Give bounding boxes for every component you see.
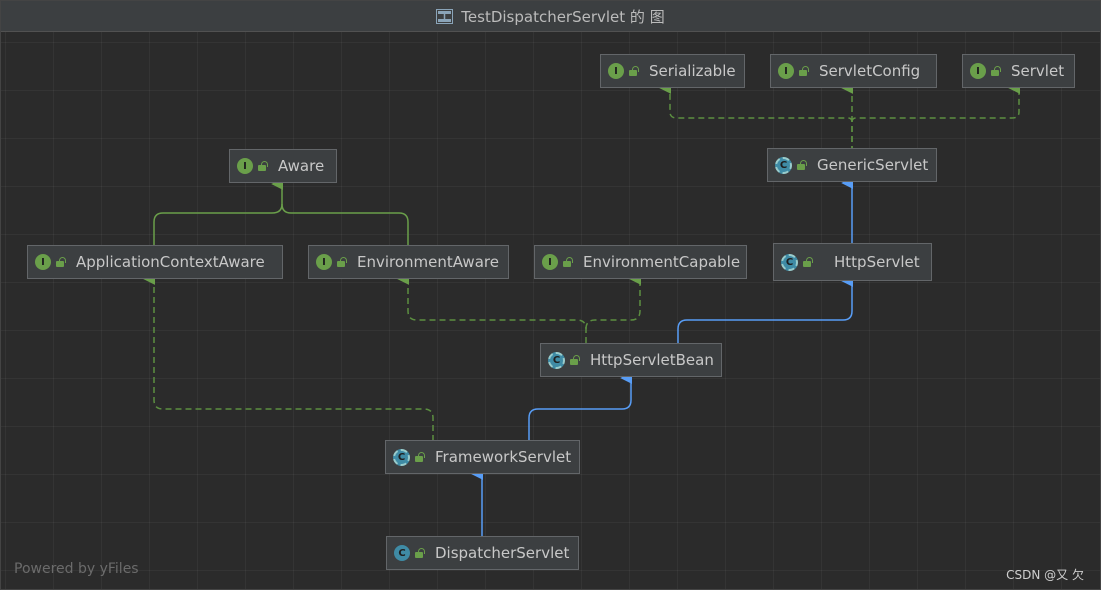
node-aware[interactable]: I Aware [229,149,337,183]
edge-genericservlet-implements-group [659,82,1021,152]
edge-applicationcontextaware-aware [153,178,284,245]
node-label: ServletConfig [819,62,921,80]
lock-icon [569,354,580,365]
node-environmentaware[interactable]: I EnvironmentAware [308,245,509,279]
node-label: Aware [278,157,325,175]
abstract-class-icon: C [548,351,565,369]
lock-icon [802,256,813,267]
abstract-class-icon: C [775,156,792,174]
node-servlet[interactable]: I Servlet [962,54,1075,88]
node-genericservlet[interactable]: C GenericServlet [767,148,937,182]
interface-icon: I [237,158,253,174]
node-frameworkservlet[interactable]: C FrameworkServlet [385,440,580,474]
edge-httpservletbean-environmentaware [397,273,587,343]
abstract-class-icon: C [393,448,410,466]
edge-frameworkservlet-applicationcontextaware [143,273,434,441]
edge-httpservletbean-httpservlet [677,275,854,343]
lock-icon [336,256,347,267]
lock-icon [990,65,1001,76]
lock-icon [55,256,66,267]
interface-icon: I [542,254,558,270]
node-label: HttpServletBean [590,351,714,369]
edge-environmentaware-aware [281,203,409,245]
edge-aware-group [153,178,409,245]
edge-httpservletbean-implements-group [397,273,642,343]
interface-icon: I [608,63,624,79]
lock-icon [798,65,809,76]
window-title: TestDispatcherServlet 的 图 [461,7,665,26]
interface-icon: I [970,63,986,79]
watermark-label: CSDN @又 欠 [1006,568,1084,582]
title-bar: TestDispatcherServlet 的 图 [1,1,1100,32]
interface-icon: I [778,63,794,79]
node-label: Serializable [649,62,736,80]
lock-icon [414,547,425,558]
node-label: DispatcherServlet [435,544,570,562]
diagram-canvas[interactable]: I Serializable I ServletConfig I Servlet… [1,32,1100,589]
node-environmentcapable[interactable]: I EnvironmentCapable [534,245,747,279]
edge-frameworkservlet-httpservletbean [528,372,633,441]
edge-httpservletbean-environmentcapable [585,273,642,330]
node-httpservlet[interactable]: C HttpServlet [773,243,932,281]
node-label: FrameworkServlet [435,448,572,466]
node-label: EnvironmentCapable [583,253,741,271]
interface-icon: I [316,254,332,270]
node-label: HttpServlet [834,253,920,271]
class-icon: C [394,545,410,561]
powered-by-label: Powered by yFiles [14,561,139,577]
node-serializable[interactable]: I Serializable [600,54,745,88]
edge-genericservlet-servlet [851,82,1021,123]
node-dispatcherservlet[interactable]: C DispatcherServlet [386,536,579,570]
node-label: ApplicationContextAware [76,253,265,271]
lock-icon [796,159,807,170]
node-servletconfig[interactable]: I ServletConfig [770,54,937,88]
edge-layer [143,82,1021,536]
edge-genericservlet-serializable [659,82,853,152]
node-httpservletbean[interactable]: C HttpServletBean [540,343,722,377]
diagram-icon [436,8,454,24]
node-label: GenericServlet [817,156,929,174]
node-label: Servlet [1011,62,1065,80]
abstract-class-icon: C [781,253,798,271]
lock-icon [414,451,425,462]
lock-icon [257,160,268,171]
node-label: EnvironmentAware [357,253,499,271]
interface-icon: I [35,254,51,270]
node-applicationcontextaware[interactable]: I ApplicationContextAware [27,245,283,279]
lock-icon [628,65,639,76]
lock-icon [562,256,573,267]
